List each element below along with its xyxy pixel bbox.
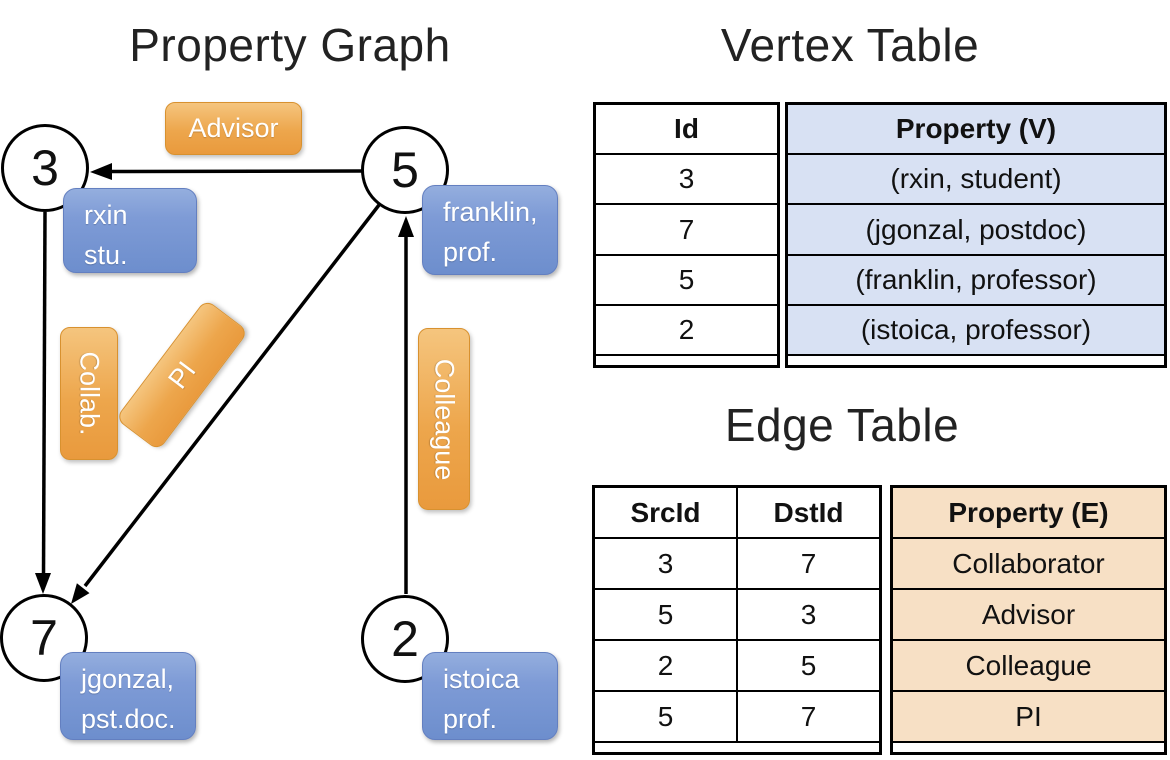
table-row: 7 — [596, 205, 777, 256]
vertex-id-cell: 7 — [678, 213, 695, 245]
edge-label-text: Colleague — [429, 358, 460, 480]
edge-table-src-dst-columns: SrcId DstId 3 7 5 3 2 5 5 7 — [592, 485, 882, 755]
node-id-label: 7 — [30, 610, 58, 666]
node-property-box-istoica: istoica prof. — [422, 652, 558, 740]
edge-property-cell: PI — [893, 692, 1164, 741]
edge-colleague-arrow — [398, 216, 414, 594]
node-property-line: franklin, — [443, 197, 538, 227]
vertex-property-cell: (istoica, professor) — [788, 305, 1164, 355]
table-row: Advisor — [893, 590, 1164, 641]
node-property-line: stu. — [84, 239, 128, 270]
edge-advisor-arrow — [90, 163, 363, 180]
edge-src-cell: 5 — [595, 692, 738, 741]
vertex-id-cell: 2 — [678, 313, 695, 345]
edge-label-advisor: Advisor — [165, 102, 302, 155]
edge-table-property-column: Property (E) Collaborator Advisor Collea… — [890, 485, 1167, 755]
table-header-row: Property (V) — [788, 105, 1164, 156]
node-property-line: rxin — [84, 200, 128, 230]
table-row: (franklin, professor) — [788, 255, 1164, 306]
edge-label-text: Collab. — [74, 351, 105, 436]
edge-dst-cell: 7 — [800, 547, 817, 579]
table-row: Colleague — [893, 641, 1164, 692]
edge-dst-cell: 3 — [800, 598, 817, 630]
node-id-label: 5 — [391, 142, 419, 198]
node-property-box-jgonzal: jgonzal, pst.doc. — [60, 652, 196, 740]
edge-src-cell: 3 — [595, 539, 738, 588]
column-header-srcid: SrcId — [595, 488, 738, 537]
table-row: 3 — [596, 155, 777, 206]
vertex-table-id-column: Id 3 7 5 2 — [593, 102, 780, 368]
table-row: 3 7 — [595, 539, 879, 590]
vertex-property-cell: (franklin, professor) — [788, 255, 1164, 304]
node-property-line: pst.doc. — [81, 703, 176, 734]
node-property-box-franklin: franklin, prof. — [422, 185, 558, 275]
node-property-line: jgonzal, — [81, 664, 175, 694]
edge-table-title: Edge Table — [724, 399, 960, 451]
table-row: (istoica, professor) — [788, 305, 1164, 357]
node-id-label: 2 — [391, 611, 419, 667]
vertex-id-cell: 5 — [678, 263, 695, 295]
edge-dst-cell: 5 — [800, 649, 817, 681]
edge-property-cell: Advisor — [893, 590, 1164, 639]
table-row: (rxin, student) — [788, 155, 1164, 206]
vertex-property-cell: (rxin, student) — [788, 155, 1164, 204]
edge-label-colleague: Colleague — [418, 328, 470, 510]
node-property-box-rxin: rxin stu. — [63, 188, 197, 273]
edge-label-text: Advisor — [188, 113, 279, 143]
table-row: 5 — [596, 256, 777, 306]
edge-src-cell: 2 — [595, 641, 738, 690]
column-header-dstid: DstId — [773, 496, 844, 528]
table-row: (jgonzal, postdoc) — [788, 205, 1164, 256]
table-row: 2 — [596, 306, 777, 357]
table-header-row: SrcId DstId — [595, 488, 879, 539]
column-header-property-e: Property (E) — [893, 488, 1164, 537]
node-property-line: istoica — [443, 664, 520, 694]
node-property-line: prof. — [443, 703, 498, 734]
edge-property-cell: Colleague — [893, 641, 1164, 690]
table-header-row: Id — [596, 105, 777, 156]
property-graph-title: Property Graph — [129, 19, 451, 71]
edge-src-cell: 5 — [595, 590, 738, 639]
table-row: 5 3 — [595, 590, 879, 641]
vertex-table-property-column: Property (V) (rxin, student) (jgonzal, p… — [785, 102, 1167, 368]
graph-node-2: 2 — [361, 595, 449, 683]
edge-label-collab: Collab. — [60, 327, 118, 460]
table-row: 5 7 — [595, 692, 879, 743]
edge-property-cell: Collaborator — [893, 539, 1164, 588]
table-row: 2 5 — [595, 641, 879, 692]
table-row: PI — [893, 692, 1164, 743]
vertex-property-cell: (jgonzal, postdoc) — [788, 205, 1164, 254]
table-row: Collaborator — [893, 539, 1164, 590]
vertex-id-cell: 3 — [678, 163, 695, 195]
node-property-line: prof. — [443, 236, 498, 267]
graph-edges-canvas — [35, 163, 414, 604]
node-id-label: 3 — [31, 140, 59, 196]
edge-pi-arrow — [71, 203, 381, 604]
edge-collab-arrow — [35, 211, 51, 594]
edge-label-text: PI — [161, 355, 202, 394]
column-header-property-v: Property (V) — [788, 105, 1164, 154]
column-header-id: Id — [674, 113, 699, 145]
vertex-table-title: Vertex Table — [720, 19, 980, 71]
edge-dst-cell: 7 — [800, 700, 817, 732]
table-header-row: Property (E) — [893, 488, 1164, 539]
